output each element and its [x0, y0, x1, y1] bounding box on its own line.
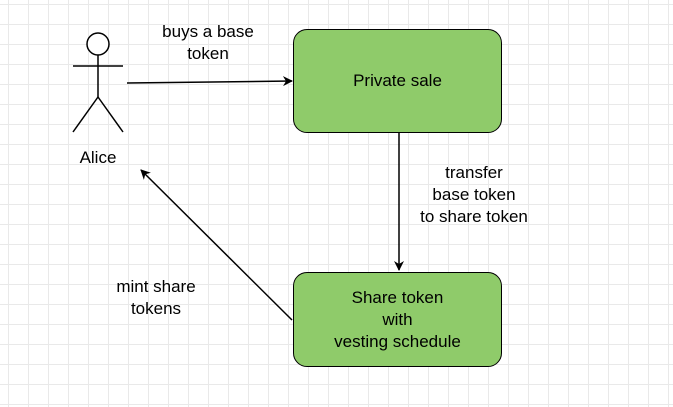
- node-private-sale-label: Private sale: [353, 71, 442, 90]
- edge-buy-label: buys a base token: [138, 21, 278, 65]
- actor-label: Alice: [60, 147, 136, 169]
- node-share-token[interactable]: Share token with vesting schedule: [293, 272, 502, 367]
- actor-head: [86, 32, 110, 56]
- edge-transfer-label: transfer base token to share token: [402, 162, 546, 228]
- edge-buy-label-line-1: buys a base: [162, 22, 254, 41]
- edge-mint-arrow[interactable]: [140, 169, 293, 321]
- edge-transfer-label-line-3: to share token: [420, 207, 528, 226]
- stick-figure-icon[interactable]: [72, 32, 124, 133]
- node-private-sale[interactable]: Private sale: [293, 29, 502, 133]
- edge-mint-label: mint share tokens: [94, 276, 218, 320]
- edge-transfer-label-line-1: transfer: [445, 163, 503, 182]
- edge-mint-label-line-2: tokens: [130, 299, 182, 318]
- edge-buy-arrow[interactable]: [126, 76, 293, 87]
- node-share-token-line-2: with: [382, 309, 413, 329]
- edge-mint-label-line-1: mint share: [116, 277, 196, 296]
- node-share-token-line-1: Share token: [351, 287, 444, 307]
- actor-left-leg: [72, 96, 99, 133]
- node-share-token-line-3: vesting schedule: [334, 331, 461, 351]
- edge-buy-label-line-2: token: [187, 44, 229, 63]
- edge-transfer-label-line-2: base token: [432, 185, 516, 204]
- actor-right-leg: [97, 96, 124, 133]
- actor-label-text: Alice: [79, 148, 117, 167]
